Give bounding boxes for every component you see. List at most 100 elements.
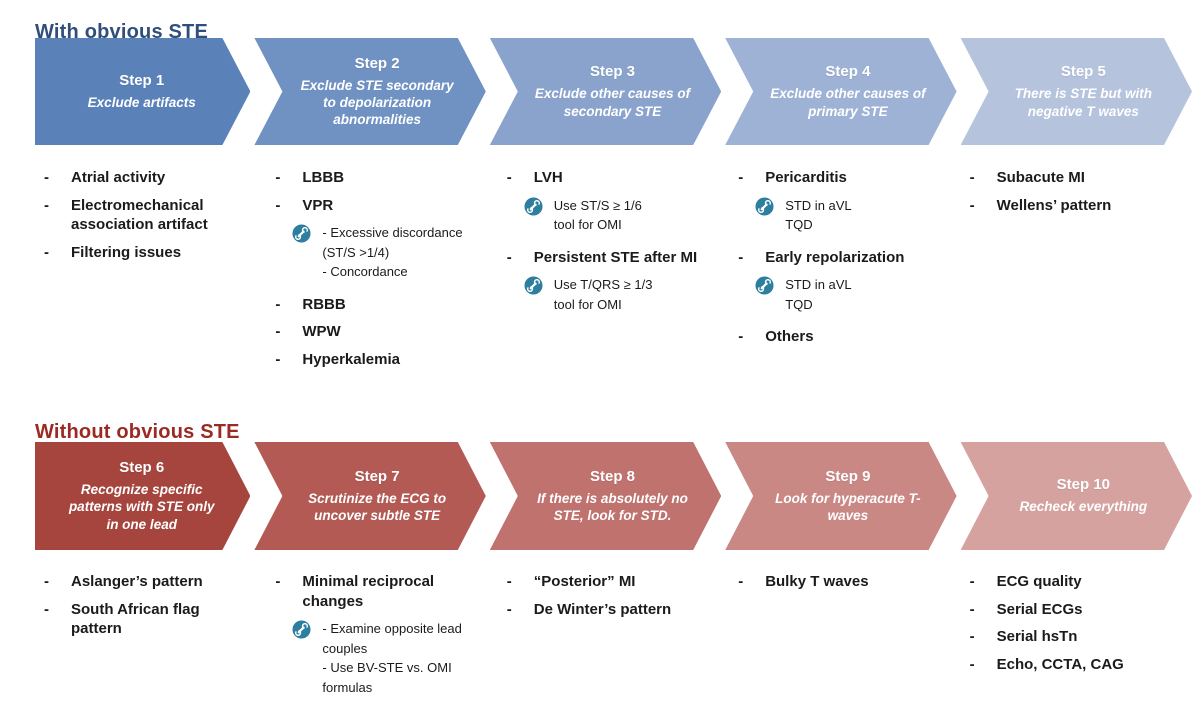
step-notes-column-3: -LVH Use ST/S ≥ 1/6 tool for OMI-Persist… <box>498 168 729 377</box>
step-notes-column-5: - Subacute MI -Wellens’ pattern <box>961 168 1192 377</box>
bullet-dash: - <box>275 323 281 340</box>
bullet-dash: - <box>969 655 975 673</box>
wrench-icon <box>292 224 311 243</box>
bullet-dash: - <box>275 169 281 186</box>
list-item: - Persistent STE after MI <box>498 248 715 268</box>
step-chevron-step-6: Step 6 Recognize specific patterns with S… <box>35 442 250 550</box>
list-item: -Early repolarization <box>729 248 946 268</box>
list-item-label: Atrial activity <box>71 169 166 186</box>
step-description: There is STE but with negative T waves <box>1014 86 1152 119</box>
list-item-label: South African flag pattern <box>71 600 200 638</box>
bullet-dash: - <box>506 248 512 266</box>
list-item: - Atrial activity <box>35 168 252 188</box>
list-item-label: WPW <box>302 323 341 340</box>
list-item: - Serial hsTn <box>961 627 1178 647</box>
step-notes-column-6: -Aslanger’s pattern -South African flag p… <box>35 572 266 710</box>
bullet-dash: - <box>969 600 975 618</box>
list-item-label: Hyperkalemia <box>302 350 400 368</box>
wrench-icon <box>292 620 311 639</box>
list-item-label: Serial hsTn <box>996 628 1078 645</box>
list-item: - LVH <box>498 168 715 188</box>
wrench-icon <box>755 196 774 216</box>
list-item-label: Filtering issues <box>71 243 182 261</box>
list-item-label: LVH <box>533 169 563 186</box>
step-label: Step 3 <box>590 63 636 81</box>
bullet-dash: - <box>738 573 744 590</box>
bullet-dash: - <box>275 196 281 214</box>
list-item-label: Pericarditis <box>765 169 847 186</box>
list-item: - Echo, CCTA, CAG <box>961 655 1178 675</box>
bullet-dash: - <box>969 196 975 214</box>
bullet-dash: - <box>738 248 744 266</box>
bullet-dash: - <box>738 169 744 186</box>
bullet-dash: - <box>506 600 512 618</box>
list-item-label: Subacute MI <box>996 169 1085 186</box>
tool-note: - Examine opposite lead couples - Use BV… <box>292 619 483 697</box>
list-item-label: Others <box>765 328 814 345</box>
step-label: Step 8 <box>590 467 636 485</box>
step-description: Exclude other causes of secondary STE <box>534 86 691 119</box>
bullet-dash: - <box>275 295 281 313</box>
tool-note-text: STD in aVL TQD <box>785 197 852 233</box>
tool-note-text: - Examine opposite lead couples - Use BV… <box>322 621 462 695</box>
step-description: Recognize specific patterns with STE onl… <box>68 482 215 532</box>
step-notes-column-9: - Bulky T waves <box>729 572 960 710</box>
step-description: Exclude other causes of primary STE <box>770 86 926 119</box>
list-item-label: Persistent STE after MI <box>533 248 698 266</box>
list-item: - Others <box>729 327 946 347</box>
list-item-label: ECG quality <box>996 573 1082 590</box>
bullet-dash: - <box>969 169 975 186</box>
step-chevron-step-5: Step 5 There is STE but with negative T w… <box>961 38 1192 145</box>
section-title-with-ste: With obvious STE <box>35 20 209 43</box>
bullet-dash: - <box>506 169 512 186</box>
list-item: -Filtering issues <box>35 243 252 263</box>
step-label: Step 5 <box>1060 63 1106 81</box>
wrench-icon <box>755 276 774 295</box>
list-item: - WPW <box>266 322 483 342</box>
list-row-1: -Aslanger’s pattern-South African flag p… <box>35 572 1192 710</box>
bullet-dash: - <box>738 328 744 345</box>
step-notes-column-7: -Minimal reciprocal changes - Examine op… <box>266 572 497 710</box>
tool-note-text: STD in aVL TQD <box>785 277 852 312</box>
step-notes-column-1: - Atrial activity - Electromechanical assoc… <box>35 168 266 377</box>
step-label: Step 10 <box>1056 476 1110 494</box>
list-item: -Aslanger’s pattern <box>35 572 252 592</box>
list-item: -VPR <box>266 196 483 216</box>
step-description: If there is absolutely no STE, look for … <box>537 490 688 523</box>
wrench-icon <box>524 196 543 216</box>
bullet-dash: - <box>275 350 281 368</box>
list-item-label: Electromechanical association artifact <box>71 196 208 234</box>
list-item-label: “Posterior” MI <box>533 573 636 590</box>
list-item-label: Echo, CCTA, CAG <box>996 655 1124 673</box>
list-item: - De Winter’s pattern <box>498 600 715 620</box>
step-description: Exclude STE secondary to depolarization … <box>300 77 454 128</box>
step-description: Recheck everything <box>1019 499 1148 515</box>
tool-note: - Excessive discordance (ST/S >1/4) - Co… <box>292 223 483 282</box>
list-item-label: Bulky T waves <box>765 573 869 590</box>
step-label: Step 9 <box>825 467 871 485</box>
bullet-dash: - <box>275 573 281 590</box>
step-notes-column-10: -ECG quality-Serial ECGs-Serial hsTn-Ech… <box>961 572 1192 710</box>
list-item-label: De Winter’s pattern <box>533 600 672 618</box>
step-label: Step 7 <box>354 467 400 485</box>
list-item: -South African flag pattern <box>35 600 252 639</box>
tool-note: Use T/QRS ≥ 1/3 tool for OMI <box>524 275 715 314</box>
tool-note-text: - Excessive discordance (ST/S >1/4) - Co… <box>322 225 463 279</box>
bullet-dash: - <box>44 169 49 186</box>
bullet-dash: - <box>506 573 512 590</box>
list-item: -ECG quality <box>961 572 1178 592</box>
bullet-dash: - <box>44 196 49 214</box>
tool-note: STD in aVL TQD <box>755 196 946 235</box>
list-item: -Wellens’ pattern <box>961 196 1178 216</box>
list-item: - “Posterior” MI <box>498 572 715 592</box>
list-item: - Hyperkalemia <box>266 350 483 370</box>
bullet-dash: - <box>969 628 975 645</box>
list-item: -Serial ECGs <box>961 600 1178 620</box>
tool-note-text: Use T/QRS ≥ 1/3 tool for OMI <box>553 277 653 312</box>
step-label: Step 6 <box>119 459 165 477</box>
list-item-label: LBBB <box>302 169 345 186</box>
step-label: Step 1 <box>119 71 165 89</box>
